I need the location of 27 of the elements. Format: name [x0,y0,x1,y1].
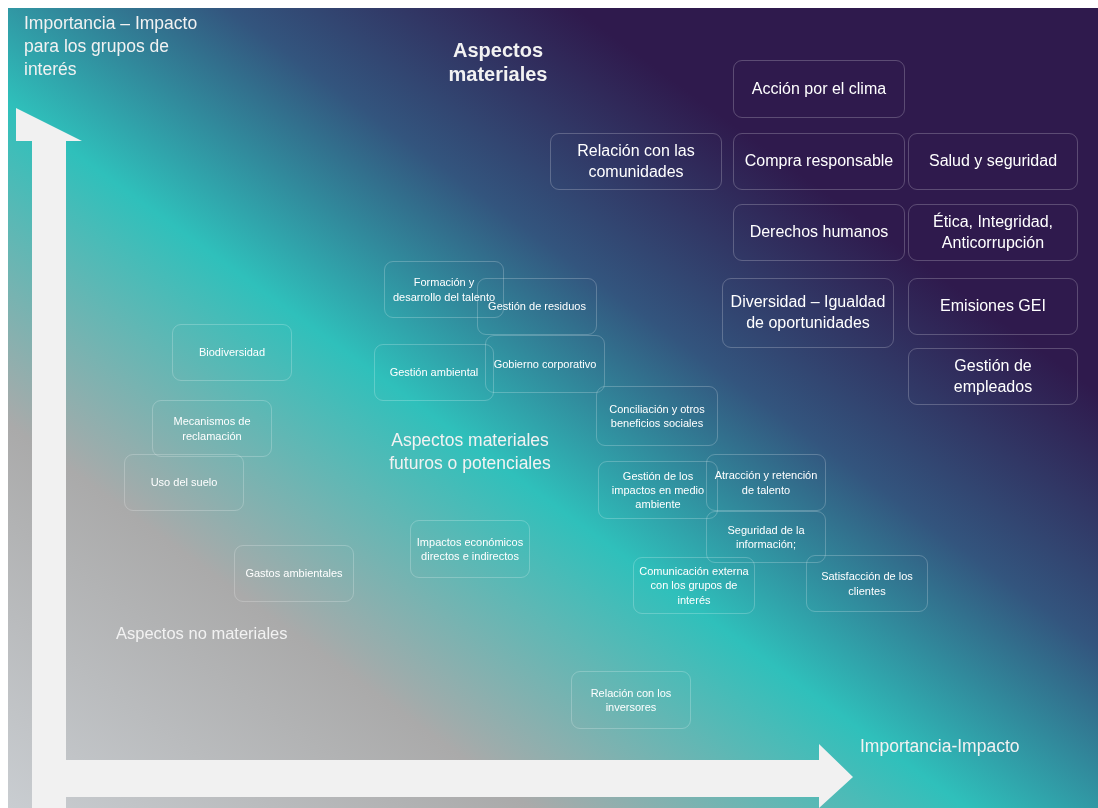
topic-box: Comunicación externa con los grupos de interés [633,557,755,614]
axis-label: Importancia – Impacto para los grupos de interés [24,12,199,81]
topic-box: Biodiversidad [172,324,292,381]
topic-box: Impactos económicos directos e indirectos [410,520,530,578]
topic-box: Satisfacción de los clientes [806,555,928,612]
topic-box: Gestión de empleados [908,348,1078,405]
topic-box: Gobierno corporativo [485,335,605,393]
topic-box: Compra responsable [733,133,905,190]
zone-label: Aspectos no materiales [116,623,289,644]
topic-box: Derechos humanos [733,204,905,261]
zone-label: Aspectos materiales futuros o potenciales [388,429,552,475]
topic-box: Seguridad de la información; [706,511,826,563]
topic-box: Gestión ambiental [374,344,494,401]
topic-box: Conciliación y otros beneficios sociales [596,386,718,446]
topic-box: Ética, Integridad, Anticorrupción [908,204,1078,261]
topic-box: Gastos ambientales [234,545,354,602]
topic-box: Acción por el clima [733,60,905,118]
topic-box: Relación con las comunidades [550,133,722,190]
zone-heading: Aspectos materiales [447,38,549,86]
topic-box: Mecanismos de reclamación [152,400,272,457]
topic-box: Emisiones GEI [908,278,1078,335]
topic-box: Salud y seguridad [908,133,1078,190]
topic-box: Relación con los inversores [571,671,691,729]
topic-box: Uso del suelo [124,454,244,511]
topic-box: Diversidad – Igualdad de oportunidades [722,278,894,348]
topic-box: Atracción y retención de talento [706,454,826,511]
axis-label: Importancia-Impacto [860,735,1021,758]
